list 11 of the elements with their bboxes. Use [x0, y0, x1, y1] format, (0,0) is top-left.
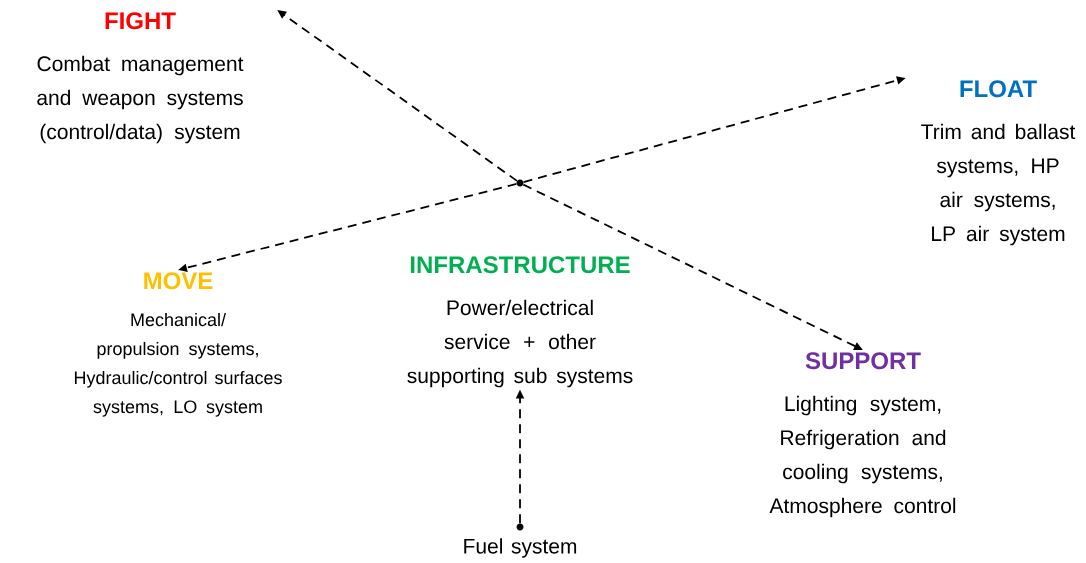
node-label: Fuel system — [464, 538, 577, 558]
description: Combat management and weapon systems (control/data) system — [37, 55, 244, 144]
description: Power/electrical service + other supporting sub systems — [407, 299, 633, 388]
heading: FIGHT — [105, 12, 176, 30]
description: Lighting system, Refrigeration and cooling systems, Atmosphere control — [769, 395, 956, 518]
description: Mechanical/ propulsion systems, Hydraulic/control surfaces systems, LO system — [74, 312, 282, 417]
description: Trim and ballast systems, HP air systems, LP air system — [921, 123, 1076, 246]
heading: INFRASTRUCTURE — [410, 256, 630, 274]
heading: MOVE — [144, 272, 213, 290]
heading: FLOAT — [960, 80, 1037, 98]
heading: SUPPORT — [805, 352, 921, 370]
